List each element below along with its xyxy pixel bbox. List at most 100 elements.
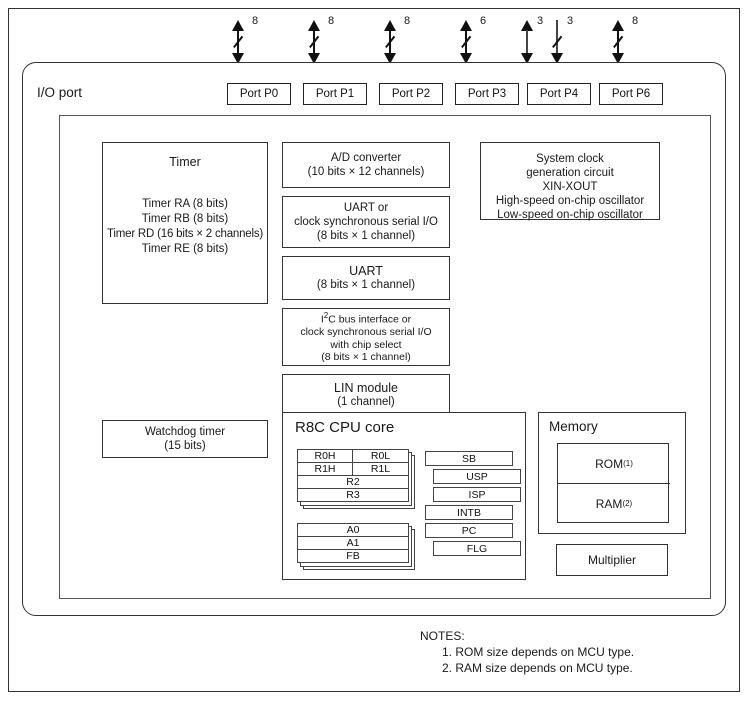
arrow-shaft: [312, 30, 316, 64]
memory-inner-box: ROM(1) RAM(2): [557, 443, 670, 524]
rom-cell: ROM(1): [558, 444, 670, 484]
cpu-core-block[interactable]: R8C CPU core R0H R0L R1H R1L R2 R3 A0 A1…: [282, 412, 526, 580]
arrow-down-head-icon: [384, 53, 396, 64]
i2c-i: I: [320, 313, 324, 326]
ram-cell: RAM(2): [558, 484, 670, 524]
arrow-down-head-icon: [308, 53, 320, 64]
i2c-line3: with chip select: [330, 338, 402, 351]
arrow-down-head-icon: [551, 53, 563, 64]
register-r0l: R0L: [352, 449, 409, 463]
system-clock-low-speed: Low-speed on-chip oscillator: [497, 209, 643, 221]
uart-title: UART: [349, 264, 383, 278]
timer-title: Timer: [169, 155, 201, 169]
port-box-p1[interactable]: Port P1: [303, 83, 367, 105]
arrow-shaft: [464, 30, 468, 64]
notes-heading: NOTES:: [420, 629, 465, 643]
arrow-up-head-icon: [232, 20, 244, 31]
multiplier-block[interactable]: Multiplier: [556, 544, 668, 576]
register-a1: A1: [297, 536, 409, 550]
timer-line-rb: Timer RB (8 bits): [141, 213, 229, 225]
lin-module-block[interactable]: LIN module (1 channel): [282, 374, 450, 416]
system-clock-block[interactable]: System clock generation circuit XIN-XOUT…: [480, 142, 660, 221]
register-r1h: R1H: [297, 462, 353, 476]
register-pc: PC: [425, 523, 513, 538]
arrow-up-head-icon: [612, 20, 624, 31]
watchdog-timer-block[interactable]: Watchdog timer (15 bits): [102, 420, 268, 458]
system-clock-xin-xout: XIN-XOUT: [542, 181, 598, 193]
port-box-p2[interactable]: Port P2: [379, 83, 443, 105]
uart-block[interactable]: UART (8 bits × 1 channel): [282, 256, 450, 300]
notes-section: NOTES: 1. ROM size depends on MCU type. …: [420, 628, 634, 676]
i2c-rest: C bus interface or: [328, 313, 412, 326]
system-clock-line1: System clock: [536, 153, 604, 165]
port-box-p6[interactable]: Port P6: [599, 83, 663, 105]
register-usp: USP: [433, 469, 521, 484]
rom-label: ROM: [595, 456, 624, 471]
arrow-shaft: [236, 30, 240, 64]
register-r3: R3: [297, 488, 409, 502]
arrow-down-head-icon: [612, 53, 624, 64]
port-arrow-p0: 8: [226, 16, 296, 64]
uart-spec: (8 bits × 1 channel): [316, 279, 416, 291]
timer-line-rd: Timer RD (16 bits × 2 channels): [106, 228, 264, 240]
ad-converter-block[interactable]: A/D converter (10 bits × 12 channels): [282, 142, 450, 188]
timer-line-ra: Timer RA (8 bits): [142, 198, 228, 210]
ad-converter-title: A/D converter: [330, 152, 402, 164]
timer-block[interactable]: Timer Timer RA (8 bits) Timer RB (8 bits…: [102, 142, 268, 304]
watchdog-title: Watchdog timer: [144, 426, 226, 438]
arrow-up-head-icon: [521, 20, 533, 31]
system-clock-high-speed: High-speed on-chip oscillator: [495, 195, 645, 207]
io-port-container: I/O port Port P0 Port P1 Port P2 Port P3…: [22, 62, 726, 616]
port-bus-width-label: 8: [252, 15, 259, 27]
port-arrow-p1: 8: [302, 16, 372, 64]
port-arrow-p2: 8: [378, 16, 448, 64]
note-item-2: 2. RAM size depends on MCU type.: [442, 661, 633, 675]
port-arrows-group: 8 8 8 6 3 3: [0, 0, 750, 64]
timer-line-re: Timer RE (8 bits): [141, 243, 229, 255]
port-bus-width-label: 3: [537, 15, 544, 27]
port-box-p3[interactable]: Port P3: [455, 83, 519, 105]
port-bus-width-label: 8: [328, 15, 335, 27]
lin-title: LIN module: [334, 381, 398, 395]
uart-or-ssio-block[interactable]: UART or clock synchronous serial I/O (8 …: [282, 196, 450, 248]
arrow-down-head-icon: [232, 53, 244, 64]
rom-note-ref: (1): [623, 458, 633, 468]
memory-title: Memory: [549, 419, 598, 434]
ram-label: RAM: [595, 497, 623, 511]
port-bus-width-label: 8: [632, 15, 639, 27]
arrow-up-head-icon: [384, 20, 396, 31]
i2c-line2: clock synchronous serial I/O: [300, 326, 432, 339]
arrow-shaft: [616, 30, 620, 64]
port-arrow-p4: 3: [518, 16, 588, 64]
port-box-p4[interactable]: Port P4: [527, 83, 591, 105]
address-register-stack: A0 A1 FB: [297, 523, 415, 573]
cpu-core-title: R8C CPU core: [295, 419, 395, 436]
arrow-shaft: [388, 30, 392, 64]
port-box-p0[interactable]: Port P0: [227, 83, 291, 105]
register-sb: SB: [425, 451, 513, 466]
arrow-down-head-icon: [460, 53, 472, 64]
register-r2: R2: [297, 475, 409, 489]
data-register-stack: R0H R0L R1H R1L R2 R3: [297, 449, 415, 509]
register-fb: FB: [297, 549, 409, 563]
register-a0: A0: [297, 523, 409, 537]
arrow-up-head-icon: [460, 20, 472, 31]
uart-ssio-line1: UART or: [343, 202, 389, 214]
arrow-down-head-icon: [521, 53, 533, 64]
register-intb: INTB: [425, 505, 513, 520]
ram-note-ref: (2): [622, 499, 633, 508]
memory-block[interactable]: Memory ROM(1) RAM(2): [538, 412, 686, 534]
uart-ssio-line2: clock synchronous serial I/O: [294, 216, 438, 228]
ad-converter-spec: (10 bits × 12 channels): [307, 166, 425, 178]
register-isp: ISP: [433, 487, 521, 502]
register-r0h: R0H: [297, 449, 353, 463]
mcu-inner-container: Timer Timer RA (8 bits) Timer RB (8 bits…: [59, 115, 711, 599]
port-bus-width-label: 3: [567, 15, 574, 27]
uart-ssio-line3: (8 bits × 1 channel): [316, 230, 416, 242]
i2c-superscript: 2: [323, 311, 329, 321]
port-arrow-p4-input: 3: [548, 16, 618, 64]
register-r1l: R1L: [352, 462, 409, 476]
system-clock-line2: generation circuit: [526, 167, 614, 179]
control-register-group: SB USP ISP INTB PC FLG: [425, 451, 521, 571]
i2c-block[interactable]: I2C bus interface or clock synchronous s…: [282, 308, 450, 366]
